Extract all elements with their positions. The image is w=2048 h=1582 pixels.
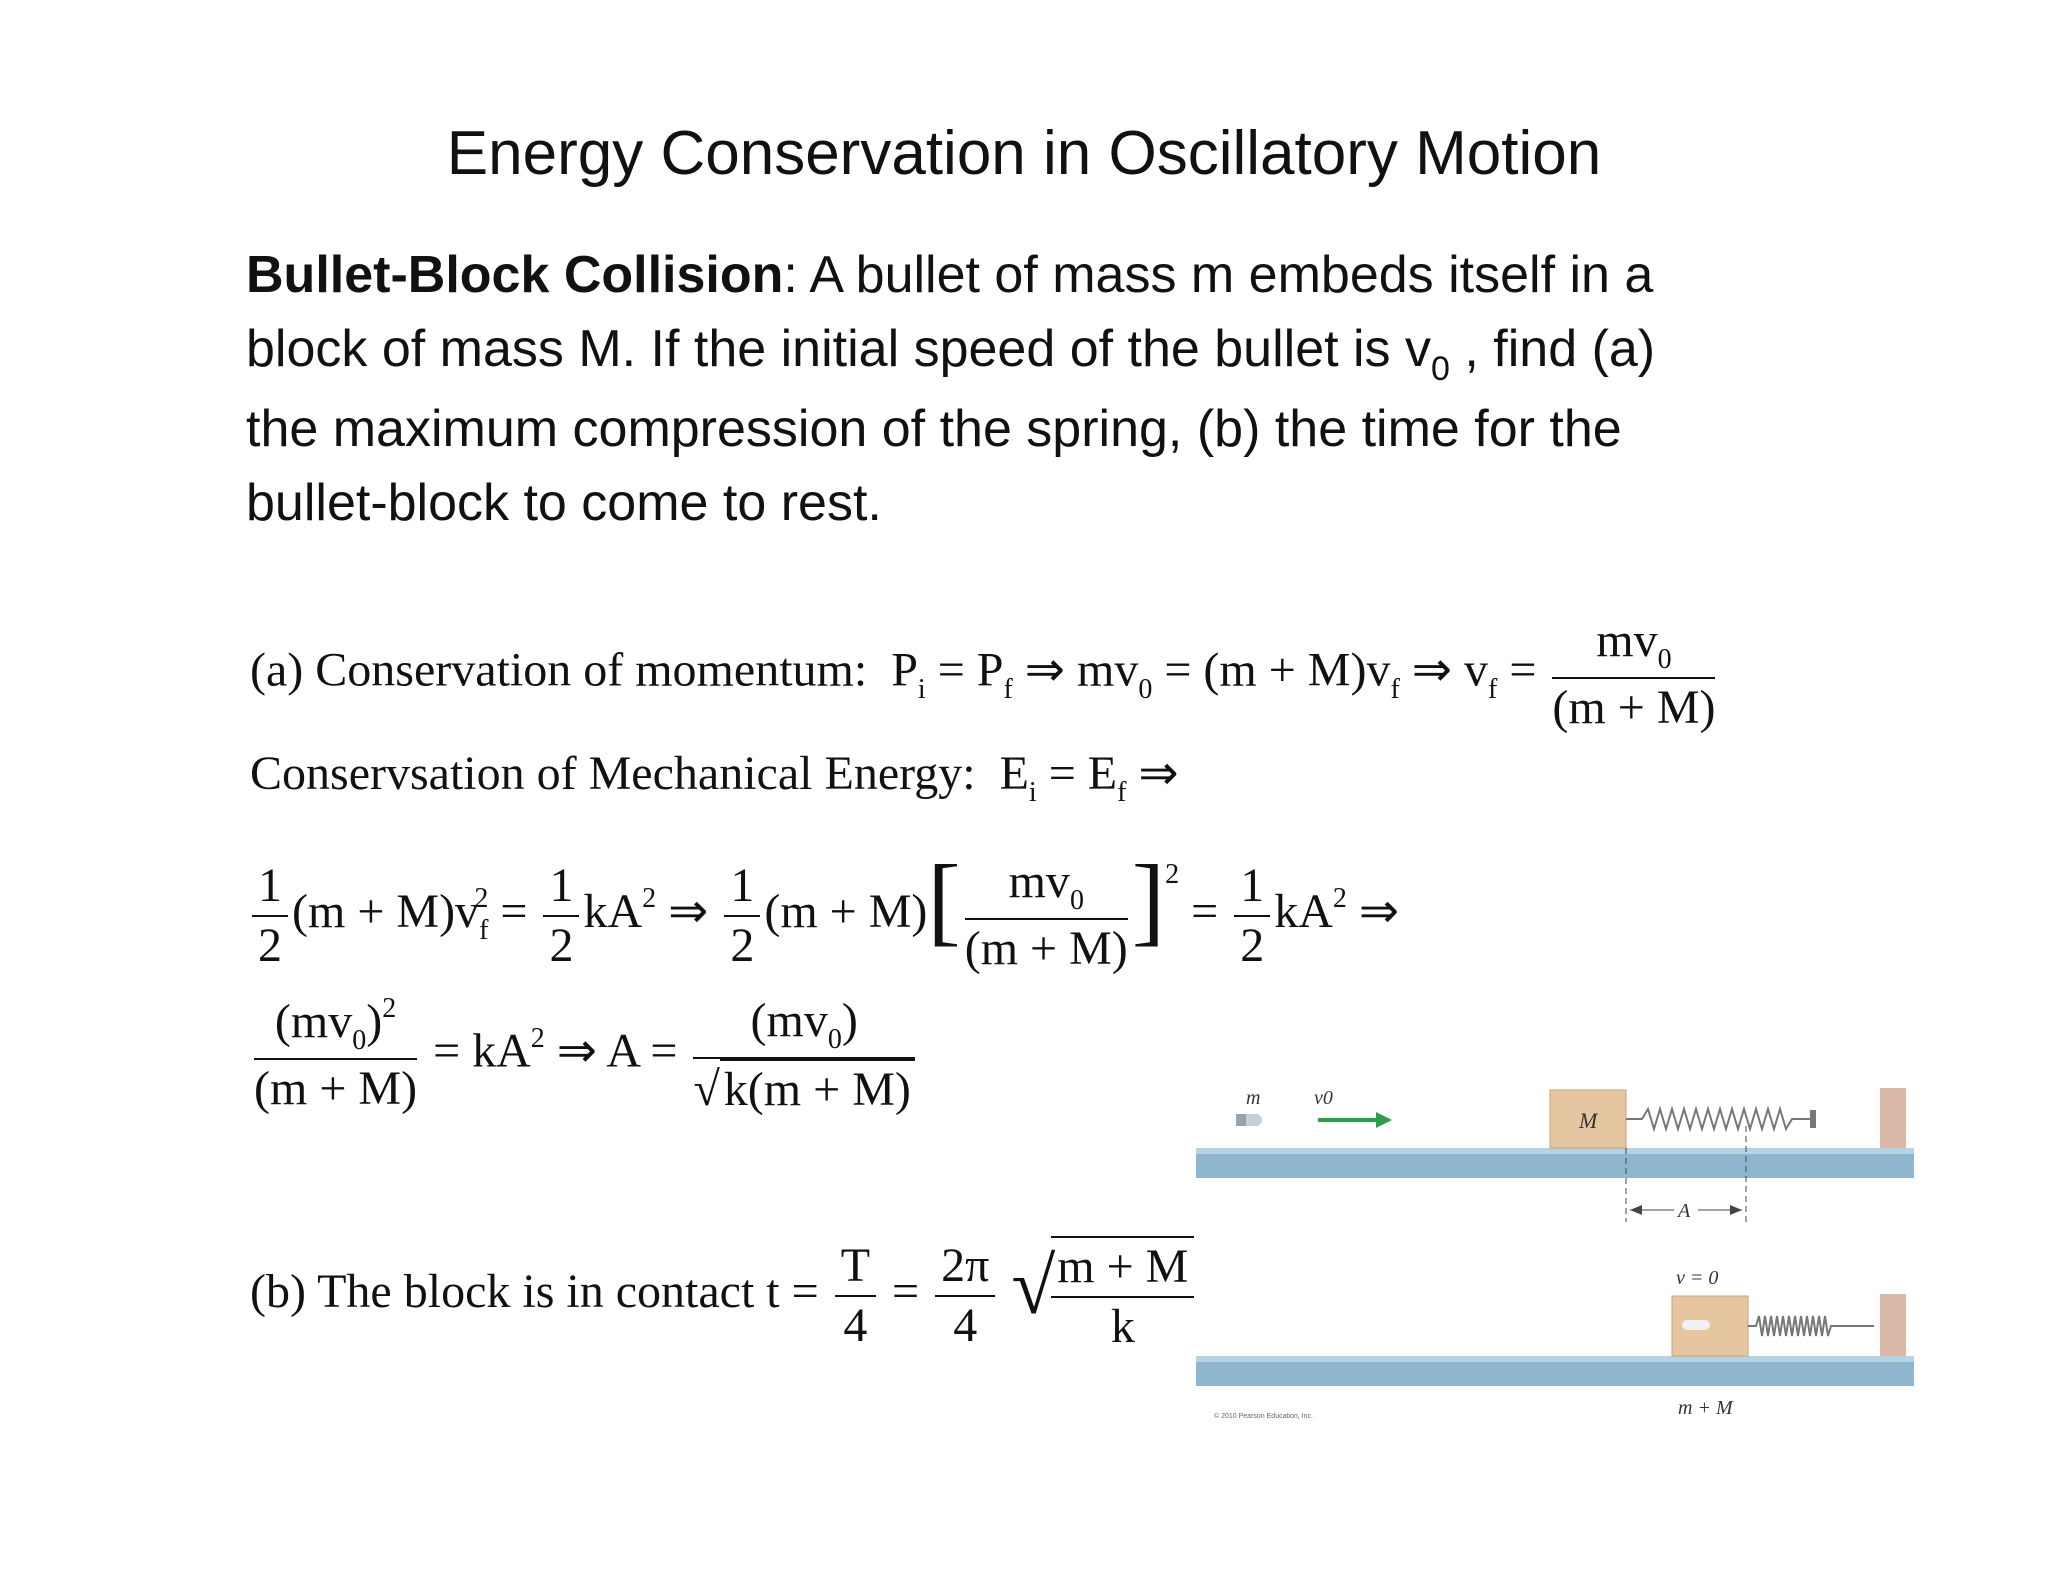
problem-line-3: the maximum compression of the spring, (… (246, 400, 1622, 458)
momentum-label: (a) Conservation of momentum: (250, 643, 868, 697)
momentum-equation: (a) Conservation of momentum: Pi = Pf ⇒ … (250, 612, 1719, 737)
amplitude-label: A (1676, 1200, 1691, 1222)
lower-wall (1880, 1294, 1906, 1356)
copyright-text: © 2010 Pearson Education, Inc. (1214, 1412, 1313, 1420)
energy-equation-label: Conservsation of Mechanical Energy: Ei =… (250, 747, 1179, 808)
bullet-icon (1236, 1114, 1262, 1126)
vf-fraction: mv0(m + M) (1552, 614, 1716, 734)
upper-wall (1880, 1088, 1906, 1148)
time-label: (b) The block is in contact t = (250, 1265, 819, 1319)
spring-icon (1626, 1105, 1810, 1133)
problem-line-2: block of mass M. If the initial speed of… (246, 320, 1656, 388)
problem-line-1: Bullet-Block Collision: A bullet of mass… (246, 246, 1654, 304)
combined-mass-label: m + M (1678, 1397, 1734, 1419)
problem-heading: Bullet-Block Collision (246, 246, 784, 304)
problem-statement: Bullet-Block Collision: A bullet of mass… (246, 238, 1846, 540)
block-label: M (1578, 1108, 1599, 1133)
block-M (1549, 1089, 1627, 1149)
amplitude-equation: (mv0)2(m + M) = kA2 ⇒ A = (mv0)√k(m + M) (250, 992, 919, 1119)
velocity-label: v0 (1314, 1087, 1333, 1109)
bullet-mass-label: m (1246, 1087, 1260, 1109)
compressed-spring-icon (1748, 1315, 1874, 1337)
problem-line-4: bullet-block to come to rest. (246, 474, 882, 532)
slide-title: Energy Conservation in Oscillatory Motio… (446, 119, 1602, 188)
bullet-block-figure: m v0 M A v = 0 m + M © 2010 Pearson Educ… (1196, 1087, 1914, 1420)
final-velocity-label: v = 0 (1676, 1267, 1718, 1289)
